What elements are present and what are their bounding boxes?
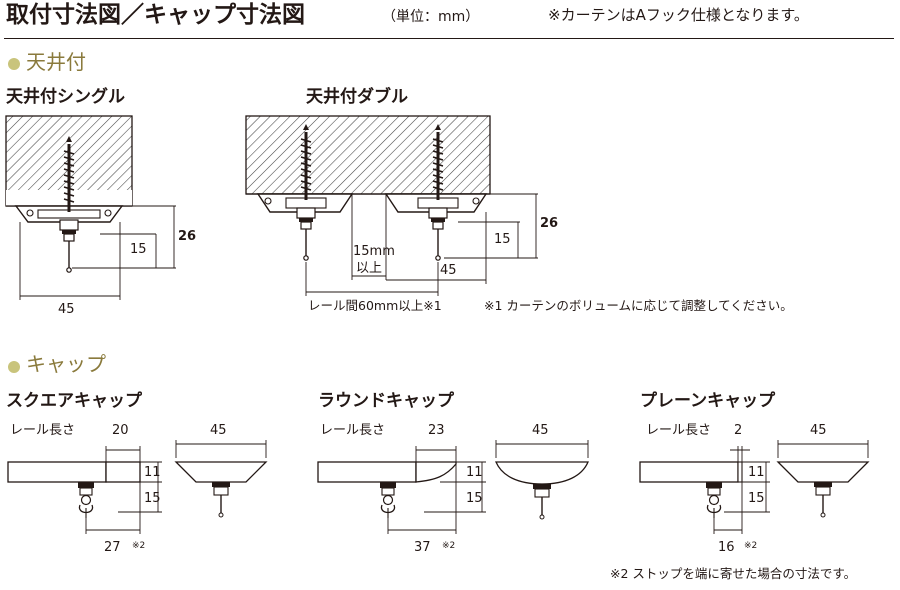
- double-dim-gap: 15mm: [353, 244, 395, 259]
- plain-cap-title: プレーンキャップ: [640, 391, 776, 411]
- double-ceiling-title: 天井付ダブル: [306, 87, 408, 107]
- volume-note: ※1 カーテンのボリュームに応じて調整してください。: [484, 298, 793, 313]
- single-dim-hook: 15: [130, 242, 147, 257]
- stop-note: ※2 ストップを端に寄せた場合の寸法です。: [610, 566, 857, 581]
- double-ceiling-drawing: [245, 115, 538, 296]
- single-dim-total: 26: [178, 229, 197, 244]
- square-h2: 15: [144, 491, 161, 506]
- title-rule: [4, 38, 894, 39]
- plain-depth: 16: [718, 540, 735, 555]
- hook-note: ※カーテンはAフック仕様となります。: [548, 6, 809, 24]
- round-h1: 11: [466, 465, 483, 480]
- plain-rail-length-label: レール長さ: [646, 423, 712, 438]
- round-depth-mark: ※2: [442, 541, 456, 551]
- plain-width: 45: [810, 423, 827, 438]
- round-cap-length: 23: [428, 423, 445, 438]
- plain-cap-drawing: [639, 440, 870, 534]
- section-cap-title: キャップ: [26, 352, 106, 376]
- round-rail-length-label: レール長さ: [320, 423, 386, 438]
- square-h1: 11: [144, 465, 161, 480]
- square-depth: 27: [104, 540, 121, 555]
- square-width: 45: [210, 423, 227, 438]
- square-cap-length: 20: [112, 423, 129, 438]
- single-ceiling-title: 天井付シングル: [6, 87, 125, 107]
- square-cap-title: スクエアキャップ: [6, 391, 142, 411]
- round-cap-drawing: [317, 440, 589, 534]
- square-cap-drawing: [7, 440, 268, 534]
- round-h2: 15: [466, 491, 483, 506]
- double-dim-gap-suffix: 以上: [356, 261, 383, 276]
- plain-h1: 11: [748, 465, 765, 480]
- section-bullet-icon: [8, 58, 20, 70]
- double-dim-width: 45: [440, 263, 457, 278]
- plain-cap-length: 2: [734, 423, 743, 438]
- square-rail-length-label: レール長さ: [10, 423, 76, 438]
- double-dim-hook: 15: [494, 232, 511, 247]
- section-ceiling-title: 天井付: [26, 50, 86, 74]
- round-depth: 37: [414, 540, 431, 555]
- page-title: 取付寸法図／キャップ寸法図: [6, 2, 305, 28]
- section-bullet-icon: [8, 361, 20, 373]
- round-cap-title: ラウンドキャップ: [318, 391, 454, 411]
- unit-label: （単位：mm）: [382, 9, 480, 25]
- plain-h2: 15: [748, 491, 765, 506]
- square-depth-mark: ※2: [132, 541, 146, 551]
- round-width: 45: [532, 423, 549, 438]
- plain-depth-mark: ※2: [744, 541, 758, 551]
- single-ceiling-drawing: [5, 115, 176, 300]
- double-dim-total: 26: [540, 216, 559, 231]
- single-dim-width: 45: [58, 302, 75, 317]
- rail-spacing-note: レール間60mm以上※1: [308, 298, 442, 313]
